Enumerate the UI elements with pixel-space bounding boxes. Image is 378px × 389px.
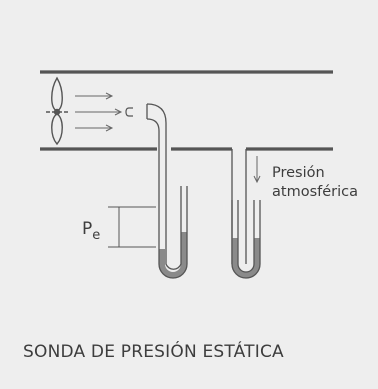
manometer-fluid bbox=[159, 232, 187, 278]
atmospheric-label-line2: atmosférica bbox=[272, 184, 358, 200]
manometer-outer-wall bbox=[158, 186, 188, 279]
manometer-probe bbox=[158, 186, 188, 279]
pressure-label: Pe bbox=[82, 219, 100, 243]
manometer-outer-wall bbox=[231, 200, 261, 279]
probe-tip-marker bbox=[125, 107, 133, 117]
probe-tube-outer bbox=[146, 103, 167, 205]
manometer-inner-wall bbox=[165, 186, 182, 270]
diagram-caption: SONDA DE PRESIÓN ESTÁTICA bbox=[23, 342, 284, 362]
flow-arrows bbox=[75, 92, 123, 132]
probe-tube-inner bbox=[146, 118, 160, 205]
atmospheric-label-line1: Presión bbox=[272, 165, 325, 181]
manometer-inner-wall bbox=[237, 200, 255, 273]
atmospheric-arrow bbox=[253, 156, 261, 184]
pressure-dimension bbox=[108, 206, 156, 248]
manometer-atmospheric bbox=[231, 200, 261, 279]
fan-icon bbox=[51, 76, 63, 146]
